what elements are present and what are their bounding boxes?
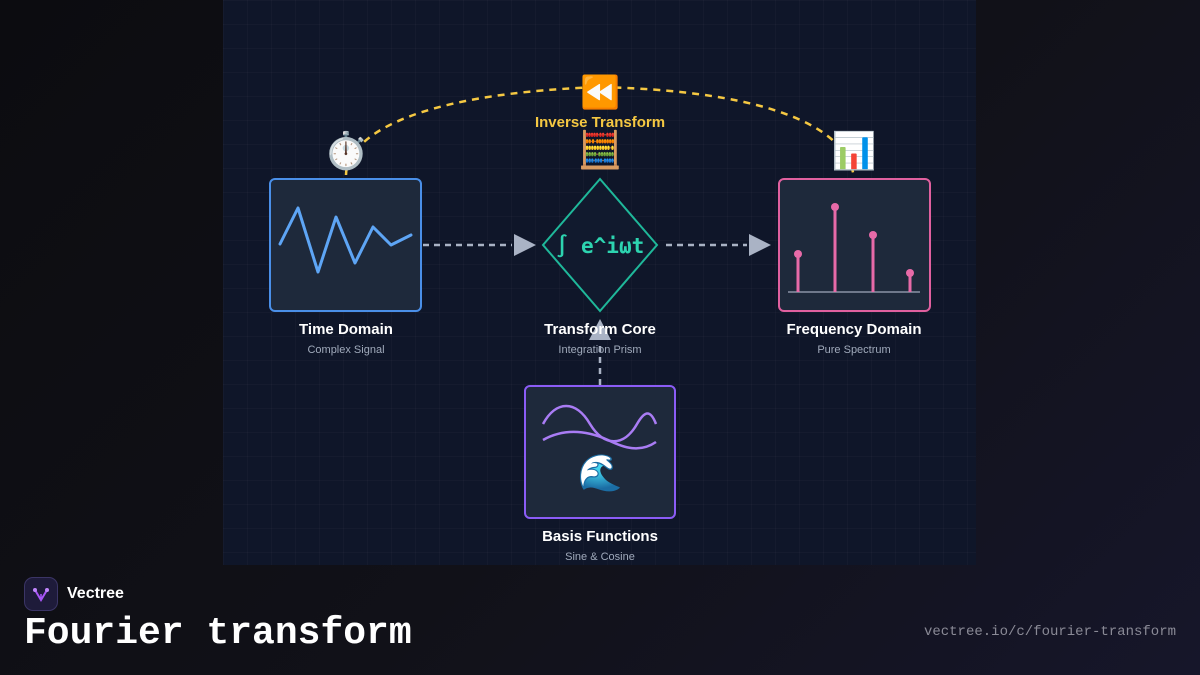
transform-core-diamond [541, 177, 659, 313]
basis-functions-box [524, 385, 676, 519]
cosine-wave [542, 430, 657, 450]
transform-core-node: 🧮 ∫ e^iωt Transform Core Integration Pri… [541, 129, 659, 356]
complex-signal-waveform [278, 206, 413, 274]
frequency-domain-subtitle: Pure Spectrum [817, 344, 890, 356]
spectrum-stem-tip [906, 269, 914, 277]
basis-functions-subtitle: Sine & Cosine [565, 551, 635, 563]
abacus-icon: 🧮 [578, 129, 623, 171]
spectrum-stem-tip [869, 231, 877, 239]
time-domain-subtitle: Complex Signal [307, 344, 384, 356]
time-domain-node: ⏱️ Time Domain Complex Signal [269, 130, 422, 356]
transform-core-subtitle: Integration Prism [558, 344, 641, 356]
core-to-frequency-arrowhead [749, 234, 771, 256]
inverse-transform-icon: ⏪ [580, 73, 620, 111]
frequency-domain-box [778, 178, 931, 312]
frequency-domain-title: Frequency Domain [786, 321, 921, 338]
time-domain-title: Time Domain [299, 321, 393, 338]
time-domain-box [269, 178, 422, 312]
page-title: Fourier transform [24, 612, 412, 655]
transform-core-formula: ∫ e^iωt [556, 234, 645, 258]
wave-icon: 🌊 [578, 452, 623, 494]
spectrum-stems [794, 203, 914, 292]
spectrum-stem-tip [794, 250, 802, 258]
inverse-transform-label: Inverse Transform [535, 114, 665, 131]
bar-chart-icon: 📊 [832, 130, 877, 172]
brand-name: Vectree [67, 585, 124, 602]
page-url-link[interactable]: vectree.io/c/fourier-transform [923, 624, 1176, 640]
basis-to-core-arrowhead [589, 319, 611, 340]
frequency-domain-node: 📊 Frequency Domain Pure Spectrum [778, 130, 931, 356]
brand: Vectree [24, 577, 124, 611]
transform-core-title: Transform Core [544, 321, 656, 338]
spectrum-stem-tip [831, 203, 839, 211]
basis-functions-title: Basis Functions [542, 528, 658, 545]
stopwatch-icon: ⏱️ [324, 130, 369, 172]
vectree-logo-icon [24, 577, 58, 611]
time-to-core-arrowhead [514, 234, 536, 256]
basis-functions-node: 🌊 Basis Functions Sine & Cosine [524, 385, 676, 563]
